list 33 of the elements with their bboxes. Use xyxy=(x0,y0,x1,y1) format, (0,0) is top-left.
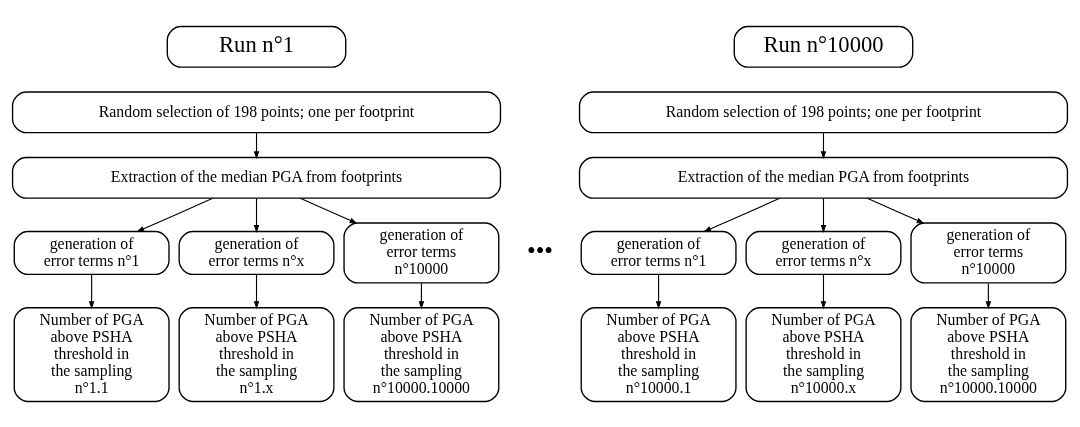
arrow xyxy=(820,197,827,233)
node-box: Number of PGA above PSHA threshold in the sampling n°1.1 xyxy=(13,306,170,402)
node-box: Run n°1 xyxy=(166,25,347,68)
arrow xyxy=(136,197,214,232)
node-box: generation of error terms n°x xyxy=(745,230,902,275)
node-box: Number of PGA above PSHA threshold in the sampling n°10000.10000 xyxy=(343,306,500,402)
node-box: Extraction of the median PGA from footprints xyxy=(578,156,1069,199)
node-box: Number of PGA above PSHA threshold in the sampling n°1.x xyxy=(178,306,335,402)
node-box: generation of error terms n°1 xyxy=(13,230,170,275)
node-box: Number of PGA above PSHA threshold in the sampling n°10000.10000 xyxy=(910,306,1067,402)
node-box: Random selection of 198 points; one per footprint xyxy=(11,90,502,133)
arrow xyxy=(299,197,358,224)
arrow xyxy=(655,273,662,309)
node-box: Number of PGA above PSHA threshold in the sampling n°10000.1 xyxy=(580,306,737,402)
node-box: generation of error terms n°1 xyxy=(580,230,737,275)
arrow xyxy=(253,131,260,159)
node-box: Run n°10000 xyxy=(733,25,914,68)
arrow xyxy=(866,197,925,224)
label: ••• xyxy=(526,236,554,264)
arrow xyxy=(820,273,827,309)
arrow xyxy=(253,273,260,309)
arrow xyxy=(88,273,95,309)
node-box: Number of PGA above PSHA threshold in the sampling n°10000.x xyxy=(745,306,902,402)
arrow xyxy=(703,197,781,232)
arrow xyxy=(253,197,260,233)
node-box: generation of error terms n°10000 xyxy=(910,221,1067,284)
arrow xyxy=(985,282,992,309)
arrow xyxy=(418,282,425,309)
node-box: generation of error terms n°x xyxy=(178,230,335,275)
node-box: generation of error terms n°10000 xyxy=(343,221,500,284)
arrow xyxy=(820,131,827,159)
node-box: Extraction of the median PGA from footprints xyxy=(11,156,502,199)
node-box: Random selection of 198 points; one per footprint xyxy=(578,90,1069,133)
